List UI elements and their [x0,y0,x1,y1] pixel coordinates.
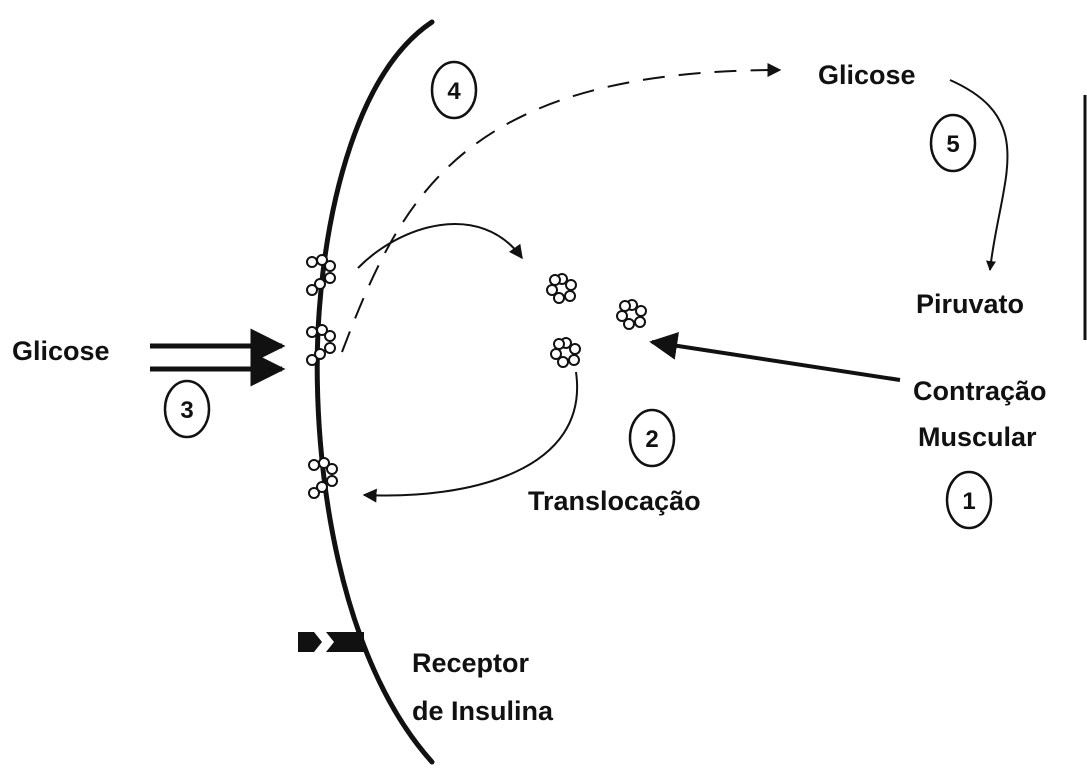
svg-text:4: 4 [447,78,461,105]
arrow-translocation [364,372,577,496]
arrow-contraction [652,342,900,380]
label-translocacao: Translocação [528,486,701,516]
membrane-transporter [307,325,335,365]
arrow-membrane-to-vesicle [358,224,522,268]
step-badge-1: 1 [947,472,991,528]
svg-text:3: 3 [180,397,193,424]
vesicle-transporter [547,274,576,303]
label-glicose-left: Glicose [12,336,110,366]
vesicle-transporter [551,338,580,367]
svg-text:2: 2 [645,426,658,453]
label-receptor: Receptor [412,648,530,678]
insulin-receptor [298,632,364,652]
label-glicose-top: Glicose [818,60,916,90]
label-muscular: Muscular [918,422,1037,452]
step-badge-4: 4 [432,62,476,118]
label-contracao: Contração [913,376,1047,406]
step-badge-2: 2 [630,410,674,466]
step-badge-3: 3 [165,381,209,437]
label-de-insulina: de Insulina [412,696,554,726]
arrow-glucose-to-cytosol [342,70,780,352]
arrow-glycolysis [950,80,1008,270]
step-badge-5: 5 [931,115,975,171]
label-piruvato: Piruvato [916,289,1024,319]
vesicle-transporter [617,300,646,329]
svg-text:5: 5 [946,131,959,158]
svg-text:1: 1 [962,488,975,515]
